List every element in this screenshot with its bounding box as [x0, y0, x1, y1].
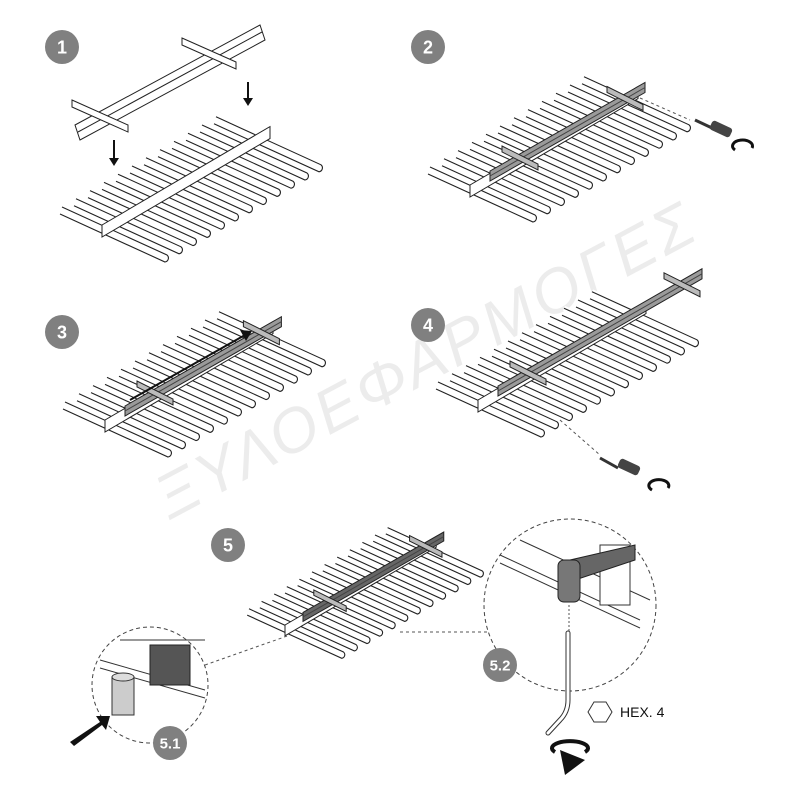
step-5-badge: 5: [211, 528, 245, 562]
down-arrows: [109, 82, 253, 166]
slide-rail-loose: [71, 24, 266, 141]
rack-bar: [101, 125, 271, 238]
mounting-plate: [242, 319, 280, 346]
mounting-plate: [509, 360, 547, 386]
push-arrow-icon: [70, 716, 110, 746]
step-3-badge: 3: [45, 315, 79, 349]
hex-size-label: HEX. 4: [620, 704, 665, 720]
clamp-block: [149, 644, 191, 686]
clamp-bolt: [557, 559, 581, 603]
screw-step-2: [639, 97, 755, 152]
hex-icon: [587, 701, 613, 723]
rack-step-5: [246, 525, 486, 661]
step-3-badge-label: 3: [57, 322, 67, 342]
mounting-plate: [313, 589, 347, 613]
mounting-plate: [501, 145, 539, 171]
step-4-badge-label: 4: [423, 315, 433, 335]
step-1-badge: 1: [45, 30, 79, 64]
rack-step-1: [58, 114, 325, 265]
screw-step-4: [559, 419, 671, 492]
rotate-arrow-icon: [550, 739, 590, 754]
rack-step-2: [426, 74, 693, 225]
cylinder-stop: [111, 676, 135, 716]
rack-step-4: [434, 267, 703, 440]
step-2-badge-label: 2: [423, 37, 433, 57]
detail-5-1: [70, 626, 291, 746]
racks: [58, 24, 703, 661]
mounting-plate: [409, 534, 443, 559]
mounting-plate: [606, 85, 644, 112]
rack-step-3: [61, 309, 328, 460]
detail-5-2-badge: 5.2: [483, 648, 517, 682]
mounting-plate: [663, 271, 701, 298]
rotate-arrow-icon: [731, 138, 755, 152]
detail-5-2-badge-label: 5.2: [490, 657, 511, 674]
detail-5-1-badge-label: 5.1: [160, 735, 181, 752]
mounting-plate: [136, 380, 174, 406]
mounting-plate: [181, 37, 237, 70]
step-5-badge-label: 5: [223, 535, 233, 555]
step-4-badge: 4: [411, 308, 445, 342]
detail-5-1-badge: 5.1: [153, 726, 187, 760]
step-1-badge-label: 1: [57, 37, 67, 57]
rotate-arrow-icon: [647, 478, 671, 492]
mounting-plate: [71, 99, 129, 133]
step-2-badge: 2: [411, 30, 445, 64]
detail-5-2: HEX. 4: [400, 518, 665, 775]
